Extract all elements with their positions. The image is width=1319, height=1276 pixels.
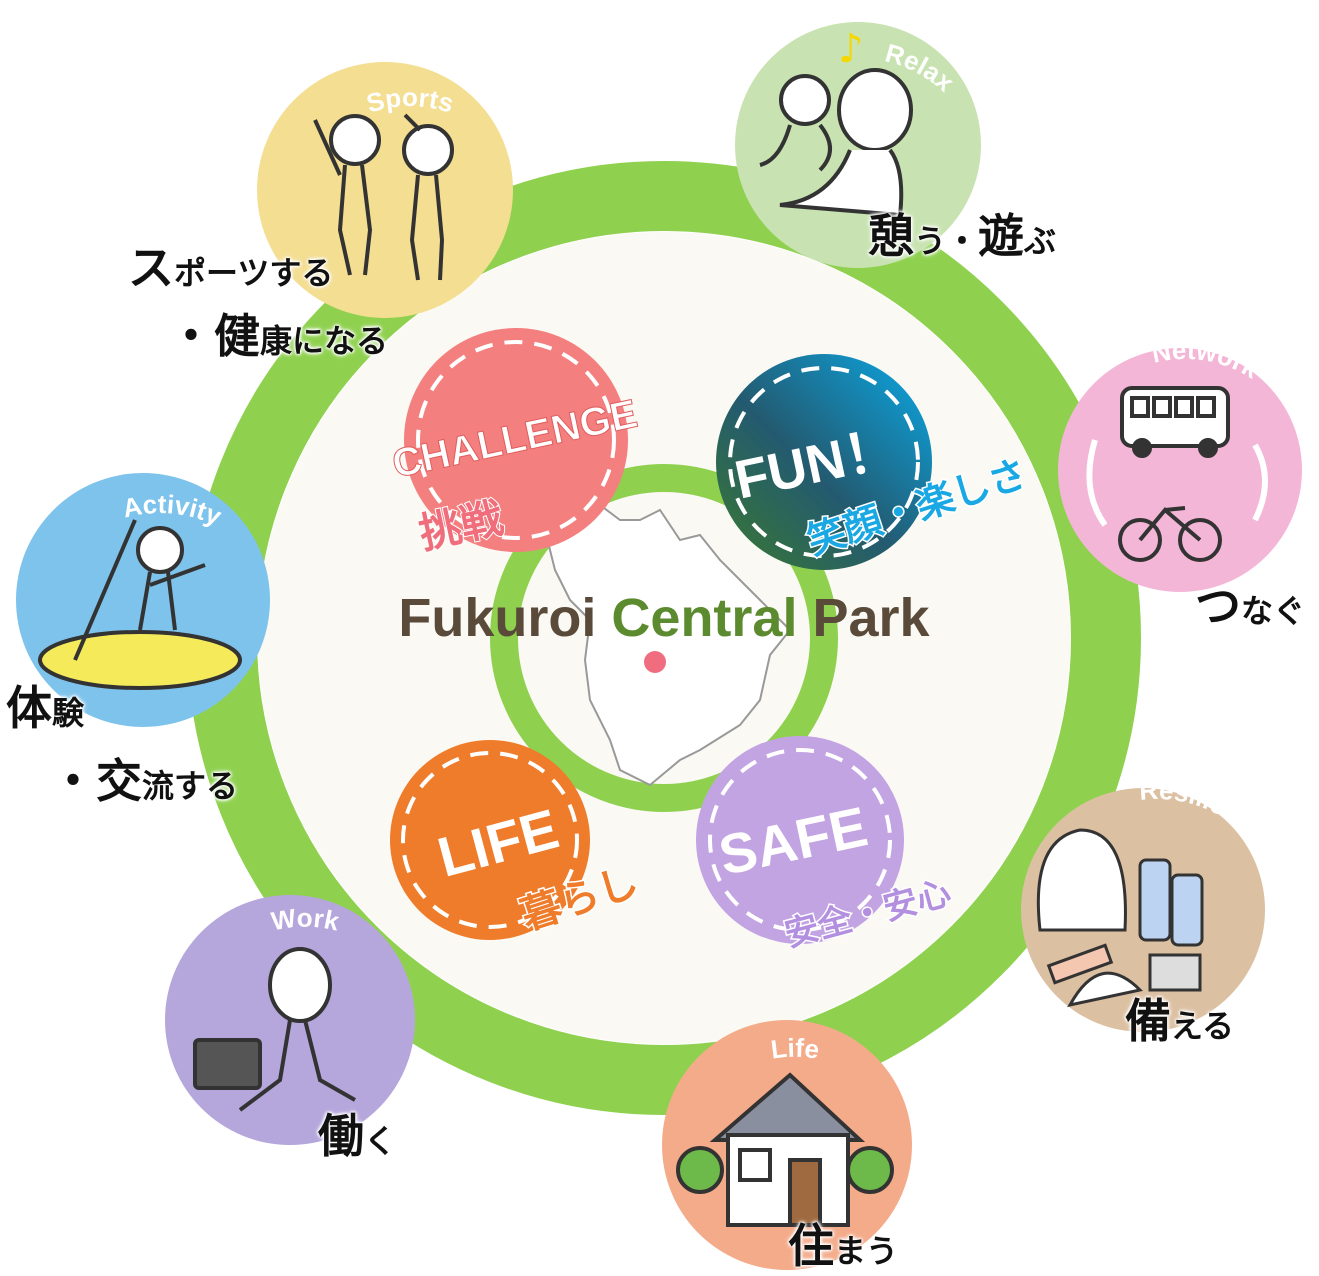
bus-bicycle-icon	[1086, 386, 1268, 562]
theme-challenge: CHALLENGE 挑戦	[388, 328, 642, 559]
title-word: Central	[596, 588, 797, 648]
life-ja-label: 住まう	[788, 1219, 899, 1273]
activity-network: Network	[1058, 335, 1302, 592]
paddleboard-icon	[38, 519, 242, 690]
title-word: Park	[797, 588, 930, 648]
activity-life: Life	[662, 1020, 912, 1270]
resilient-ja-label: 備える	[1125, 994, 1235, 1048]
theme-life: LIFE 暮らし	[390, 740, 645, 941]
house-icon	[676, 1072, 894, 1227]
sports-ja-label-1: スポーツする	[128, 241, 334, 295]
activity-work: Work	[165, 895, 415, 1145]
activity-sports: Sports	[257, 62, 513, 318]
activity-ja-label-2: ・交流する	[50, 754, 239, 808]
work-en-label: Work	[269, 903, 342, 937]
activity-activity: Activity	[16, 473, 270, 727]
location-pin	[644, 651, 666, 673]
emergency-kit-icon	[1036, 828, 1204, 1008]
title-word: Fukuroi	[398, 588, 596, 648]
music-note-icon: ♪	[838, 26, 864, 72]
fukuroi-map-shape	[543, 498, 792, 787]
worker-briefcase-icon	[193, 947, 356, 1112]
activity-resilient: Resilient	[1021, 775, 1265, 1032]
stretching-people-icon	[313, 113, 454, 281]
parent-child-relax-icon	[759, 68, 913, 218]
relax-ja-label: 憩う・遊ぶ	[868, 209, 1057, 263]
inner-ring	[490, 464, 838, 812]
network-ja-label: つなぐ	[1195, 579, 1306, 633]
activity-ja-label-1: 体験	[6, 681, 85, 735]
work-ja-label: 働く	[318, 1109, 397, 1163]
sports-ja-label-2: ・健康になる	[168, 309, 389, 363]
park-title: Fukuroi Central Park	[398, 588, 930, 648]
